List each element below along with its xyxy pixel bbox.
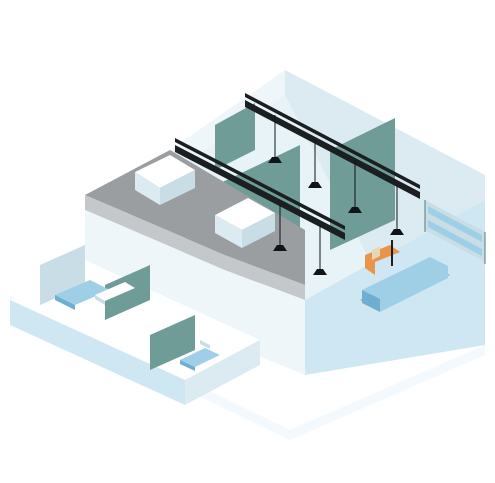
office-right-wall [185,340,260,405]
office-desk-icon [55,280,110,310]
pendant-lamp-icon [313,225,327,275]
office-room-partition [150,315,195,370]
pendant-lamp-icon [268,115,282,163]
pendant-lamp-icon [348,160,362,213]
teal-partition-mid [215,103,255,170]
office-front-wall [10,300,185,405]
pendant-lamp-icon [390,185,404,235]
pallet-stack-icon [360,257,450,312]
pendant-lamp-icon [308,140,322,188]
office-desk-icon [180,348,220,371]
storage-rack-icon [424,200,486,264]
overhead-crane-truss-icon [175,138,345,240]
teal-partition-right [330,118,395,250]
pendant-lamp-icon [273,205,287,251]
office-desk-icon [95,282,135,305]
front-wall-left [85,210,305,375]
roof-hvac-unit-icon [135,155,195,205]
office-desk-icon [200,330,232,349]
office-room-partition [105,265,150,320]
ground-slab [10,295,485,440]
forklift-icon [365,240,400,275]
overhead-crane-truss-icon [245,93,420,199]
roof-front-edge [85,195,305,300]
roof-hvac-unit-icon [215,198,275,248]
